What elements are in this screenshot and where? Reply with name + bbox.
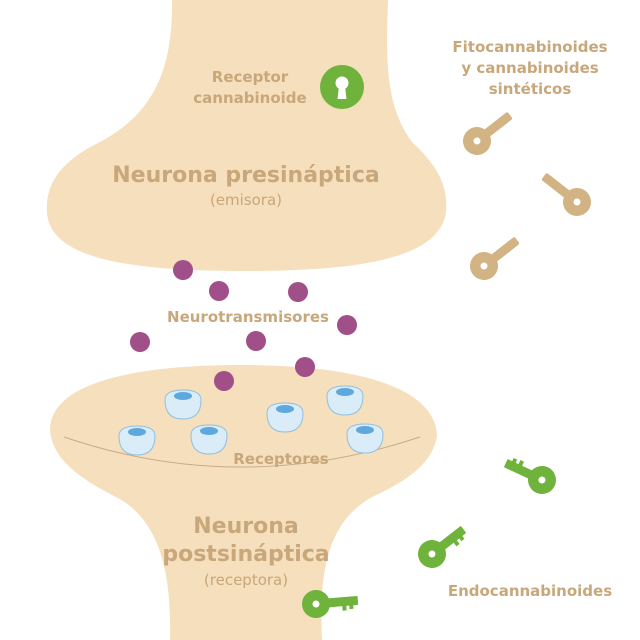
- neurotransmitters: [130, 260, 357, 391]
- green-key-icon: [302, 590, 359, 618]
- neurotransmitter-dot: [295, 357, 315, 377]
- receptor-cup: [346, 423, 384, 454]
- tan-key-icon: [470, 237, 520, 280]
- phytocannabinoids-label-line1: Fitocannabinoides: [452, 38, 608, 56]
- cannabinoid-receptor-keyhole-icon: [320, 65, 364, 109]
- neurotransmitter-dot: [214, 371, 234, 391]
- receptors: [118, 385, 384, 456]
- tan-key-icon: [541, 173, 591, 216]
- receptors-label: Receptores: [233, 450, 329, 468]
- neurotransmitter-dot: [337, 315, 357, 335]
- phytocannabinoids-label-line3: sintéticos: [488, 80, 572, 98]
- tan-key-icon: [463, 112, 513, 155]
- receptor-cup: [190, 424, 228, 455]
- phytocannabinoids-label-line2: y cannabinoides: [461, 59, 599, 77]
- receptor-cannabinoide-label-line2: cannabinoide: [193, 89, 307, 107]
- neurotransmitters-label: Neurotransmisores: [167, 308, 329, 326]
- neurotransmitter-dot: [130, 332, 150, 352]
- neurotransmitter-dot: [173, 260, 193, 280]
- presynaptic-neuron-subtitle: (emisora): [209, 191, 283, 209]
- receptor-cup: [164, 389, 202, 420]
- presynaptic-neuron: [46, 0, 447, 271]
- endocannabinoids-label: Endocannabinoides: [447, 582, 613, 600]
- postsynaptic-neuron-title-line2: postsináptica: [162, 542, 330, 567]
- postsynaptic-neuron-title-line1: Neurona: [193, 514, 299, 539]
- postsynaptic-neuron: [50, 365, 437, 640]
- receptor-cannabinoide-label-line1: Receptor: [211, 68, 289, 86]
- receptor-cup: [118, 425, 156, 456]
- green-key-icon: [504, 457, 556, 494]
- postsynaptic-neuron-subtitle: (receptora): [203, 571, 289, 589]
- presynaptic-neuron-title: Neurona presináptica: [112, 163, 380, 188]
- receptor-cup: [266, 402, 304, 433]
- receptor-cup: [326, 385, 364, 416]
- neurotransmitter-dot: [288, 282, 308, 302]
- neurotransmitter-dot: [246, 331, 266, 351]
- neurotransmitter-dot: [209, 281, 229, 301]
- green-key-icon: [418, 526, 466, 568]
